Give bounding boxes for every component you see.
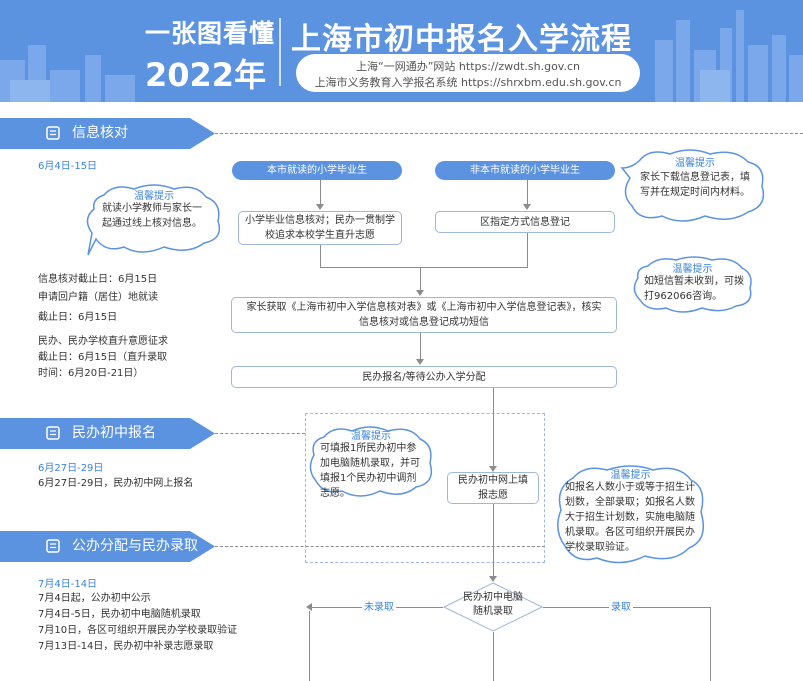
cloud-shape [633,256,752,313]
arrow-down-icon [489,466,497,472]
arrow-down-icon [316,204,324,210]
allocation-line: 7月13日-14日，民办初中补录志愿录取 [38,641,214,652]
connector [320,180,321,206]
private-school-line: 时间：6月20日-21日） [38,368,144,379]
arrow-down-icon [416,290,424,296]
box-enroll-or-wait: 民办报名/等待公办入学分配 [231,366,617,388]
connector [493,388,494,468]
tip-body: 如短信暂未收到，可拨打962066咨询。 [644,276,744,302]
tip-title: 温馨提示 [675,158,715,169]
section-divider [215,546,545,547]
section-label-registration: 民办初中报名 [72,425,156,441]
tip-bubble: 温馨提示 可填报1所民办初中参加电脑随机录取，并可填报1个民办初中调剂志愿。 [306,423,436,505]
arrow-down-icon [416,359,424,365]
banner-divider [279,18,281,86]
section-header-allocation: 公办分配与民办录取 [0,531,215,562]
connector [527,233,528,267]
connector [527,180,528,206]
banner-line2: 2022年 [145,56,267,94]
connector [493,632,494,681]
allocation-line: 7月4日起，公办初中公示 [38,593,151,604]
section-label-allocation: 公办分配与民办录取 [72,538,198,554]
section-header-registration: 民办初中报名 [0,418,215,449]
tip-body: 可填报1所民办初中参加电脑随机录取，并可填报1个民办初中调剂志愿。 [320,443,420,499]
decision-diamond [443,582,543,632]
pill-local-graduates: 本市就读的小学毕业生 [232,161,402,180]
label-not-admitted: 未录取 [362,598,396,613]
cloud-shape [309,426,433,497]
arrow-down-icon [523,204,531,210]
cloud-shape [86,184,221,256]
registration-dashed-area [305,413,545,563]
registration-date: 6月27日-29日 [38,463,104,474]
tip-bubble: 温馨提示 如报名人数小于或等于招生计划数，全部录取；如报名人数大于招生计划数，实… [553,462,708,572]
arrow-left-icon [306,603,312,611]
tip-body: 家长下载信息登记表，填写并在规定时间内材料。 [640,172,750,198]
connector [420,333,421,361]
page-title: 上海市初中报名入学流程 [291,22,632,57]
box-local-verification: 小学毕业信息核对；民办一贯制学校追求本校学生直升志愿 [238,211,402,245]
box-online-application: 民办初中网上填报志愿 [447,472,539,504]
private-school-line: 民办、民办学校直升意愿征求 [38,336,168,347]
private-school-line: 截止日：6月15日（直升录取 [38,352,168,363]
allocation-line: 7月4日-5日，民办初中电脑随机录取 [38,609,201,620]
deadline-line: 申请回户籍（居住）地就读 [38,292,158,303]
connector [320,267,528,268]
tip-title: 温馨提示 [672,264,713,275]
cloud-shape [620,149,765,222]
tip-bubble: 温馨提示 家长下载信息登记表，填写并在规定时间内材料。 [620,146,770,228]
document-icon [46,426,60,440]
section-divider [215,433,305,434]
cloud-shape [557,465,704,564]
connector [320,245,321,267]
tip-bubble: 温馨提示 如短信暂未收到，可拨打962066咨询。 [630,254,755,316]
skyline-illustration [0,10,803,102]
allocation-date: 7月4日-14日 [38,579,98,590]
tip-bubble: 温馨提示 就读小学教师与家长一起通过线上核对信息。 [84,181,224,259]
document-icon [46,126,60,140]
header-banner: 一张图看懂 2022年 上海市初中报名入学流程 上海“一网通办”网站 https… [0,0,803,102]
connector [309,611,310,681]
deadline-line: 截止日：6月15日 [38,312,118,323]
banner-line1: 一张图看懂 [145,19,276,48]
label-admitted: 录取 [609,598,633,613]
deadline-line: 信息核对截止日：6月15日 [38,274,158,285]
tip-title: 温馨提示 [351,431,391,442]
pill-nonlocal-graduates: 非本市就读的小学毕业生 [435,161,615,180]
website-link-1[interactable]: 上海“一网通办”网站 https://zwdt.sh.gov.cn [356,60,580,73]
section-label-info: 信息核对 [72,125,128,141]
tip-body: 如报名人数小于或等于招生计划数，全部录取；如报名人数大于招生计划数，实施电脑随机… [565,482,695,553]
connector [420,267,421,292]
registration-text: 6月27日-29日，民办初中网上报名 [38,478,194,489]
connector [710,607,711,681]
website-box: 上海“一网通办”网站 https://zwdt.sh.gov.cn 上海市义务教… [296,54,640,92]
info-date: 6月4日-15日 [38,161,98,172]
connector [493,504,494,578]
tip-title: 温馨提示 [134,191,174,202]
arrow-down-icon [489,576,497,582]
decision-label: 民办初中电脑随机录取 [463,592,523,617]
tip-body: 就读小学教师与家长一起通过线上核对信息。 [102,203,202,229]
tip-title: 温馨提示 [610,470,651,481]
section-divider [215,133,803,134]
allocation-line: 7月10日，各区可组织开展民办学校录取验证 [38,625,238,636]
website-link-2[interactable]: 上海市义务教育入学报名系统 https://shrxbm.edu.sh.gov.… [314,76,622,89]
section-header-info: 信息核对 [0,118,215,149]
document-icon [46,539,60,553]
box-parent-notice: 家长获取《上海市初中入学信息核对表》或《上海市初中入学信息登记表》，核实信息核对… [231,297,617,333]
box-nonlocal-registration: 区指定方式信息登记 [435,211,615,233]
